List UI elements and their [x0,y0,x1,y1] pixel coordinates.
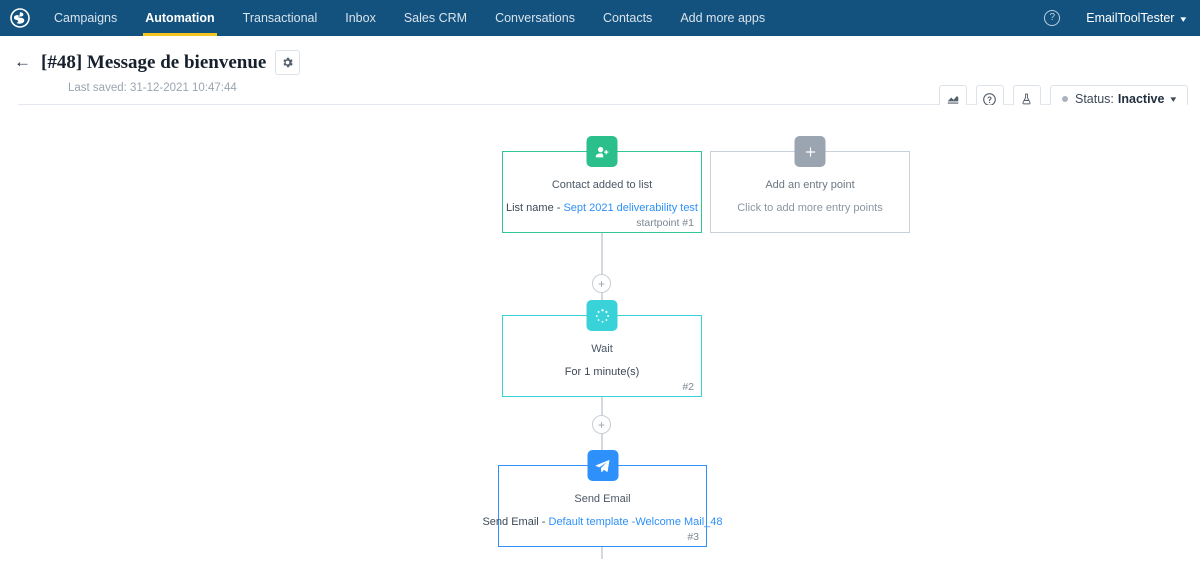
user-menu-label: EmailToolTester [1086,11,1175,25]
node-subtitle: Click to add more entry points [737,201,883,214]
title-row: [#48] Message de bienvenue [41,50,301,75]
add-step-button-1[interactable]: + [592,274,611,293]
connector-line-5 [601,545,603,559]
plus-icon [794,136,826,167]
user-menu[interactable]: EmailToolTester ▾ [1086,11,1186,25]
node-contact-added-to-list[interactable]: Contact added to list List name - Sept 2… [502,136,702,233]
page-title: [#48] Message de bienvenue [41,51,267,73]
status-dot-icon [1061,96,1068,102]
clock-wait-icon [586,300,618,331]
node-body: Contact added to list List name - Sept 2… [503,152,701,232]
node-sub-link[interactable]: Default template -Welcome Mail_48 [548,515,723,528]
back-arrow-icon[interactable]: ← [14,52,31,71]
node-subtitle: For 1 minute(s) [564,365,640,378]
node-title: Send Email [574,492,631,505]
node-send-email[interactable]: Send Email Send Email - Default template… [482,450,723,547]
automation-canvas[interactable]: + + Contact added to list List name - Se… [0,105,1200,559]
top-navigation-bar: Campaigns Automation Transactional Inbox… [0,0,1200,36]
gear-icon[interactable] [275,50,301,75]
node-add-entry-point[interactable]: Add an entry point Click to add more ent… [710,136,910,233]
nav-item-conversations[interactable]: Conversations [495,11,575,25]
node-tag: #2 [682,381,694,393]
node-subtitle: List name - Sept 2021 deliverability tes… [506,202,698,214]
node-tag: #3 [687,531,699,543]
node-sub-link[interactable]: Sept 2021 deliverability test [563,201,698,214]
nav-item-transactional[interactable]: Transactional [242,11,318,25]
node-tag: startpoint #1 [636,217,694,229]
nav-item-contacts[interactable]: Contacts [602,11,653,25]
nav-item-automation[interactable]: Automation [131,0,228,36]
nav-items: Campaigns Automation Transactional Inbox… [40,0,779,36]
nav-right-group: ? EmailToolTester ▾ [1044,0,1200,36]
header-divider [18,104,1182,105]
node-title: Wait [591,342,613,355]
question-mark-icon[interactable]: ? [1044,10,1061,26]
paper-plane-icon [587,450,618,481]
node-body: Send Email Send Email - Default template… [482,466,722,546]
nav-item-campaigns[interactable]: Campaigns [54,11,118,25]
node-title: Add an entry point [765,178,855,191]
pinwheel-logo-icon[interactable] [0,0,40,36]
node-body: Wait For 1 minute(s) [503,316,701,396]
nav-item-inbox[interactable]: Inbox [345,11,376,25]
node-title: Contact added to list [551,178,653,191]
chevron-down-icon: ▾ [1170,93,1177,104]
last-saved-text: Last saved: 31-12-2021 10:47:44 [68,82,237,94]
node-wait[interactable]: Wait For 1 minute(s) #2 [502,300,702,397]
status-value: Inactive [1117,92,1165,106]
node-body: Add an entry point Click to add more ent… [711,152,909,232]
node-subtitle: Send Email - Default template -Welcome M… [482,516,722,528]
page-header-left: ← [#48] Message de bienvenue Last saved:… [14,50,301,94]
status-label: Status: [1074,92,1114,106]
chevron-down-icon: ▾ [1180,14,1187,24]
node-sub-label: Send Email - [482,515,549,528]
nav-item-add-more-apps[interactable]: Add more apps [680,11,766,25]
add-step-button-2[interactable]: + [592,415,611,434]
contact-add-icon [586,136,618,167]
connector-line-1 [601,232,603,274]
page-header: ← [#48] Message de bienvenue Last saved:… [0,36,1200,113]
nav-item-sales-crm[interactable]: Sales CRM [403,11,468,25]
node-sub-label: List name - [506,201,564,214]
